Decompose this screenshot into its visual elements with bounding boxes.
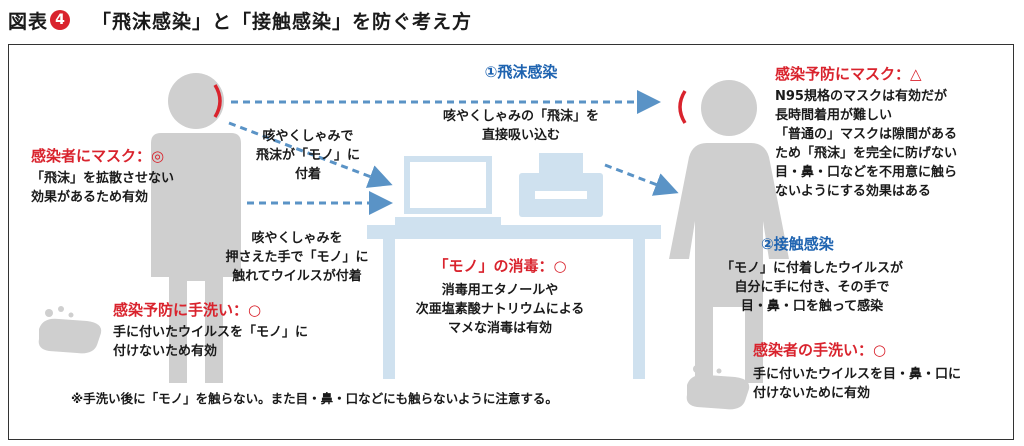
right-handwash-heading: 感染者の手洗い：○ — [753, 341, 887, 359]
right-mask-line-5: 目・鼻・口などを不用意に触ら — [775, 165, 958, 180]
footnote: ※手洗い後に「モノ」を触らない。また目・鼻・口などにも触らないように注意する。 — [71, 391, 558, 406]
hand-line-3: 触れてウイルスが付着 — [232, 269, 362, 284]
figure-prefix: 図表 — [8, 10, 49, 33]
figure-title: 「飛沫感染」と「接触感染」を防ぐ考え方 — [92, 10, 473, 33]
left-mask-line-1: 「飛沫」を拡散させない — [31, 171, 175, 186]
right-mask-line-3: 「普通の」マスクは隙間がある — [775, 127, 958, 142]
droplet-line-1: 咳やくしゃみの「飛沫」を — [442, 109, 599, 124]
cough-mark-left — [213, 84, 222, 118]
person-male-icon — [151, 73, 241, 383]
contact-heading: ②接触感染 — [761, 235, 834, 253]
illustration-layer — [38, 73, 789, 410]
right-handwash-line-2: 付けないために有効 — [753, 386, 871, 401]
droplet-heading: ①飛沫感染 — [484, 63, 558, 81]
contact-line-1: 「モノ」に付着したウイルスが — [720, 261, 903, 276]
left-mask-line-2: 効果があるため有効 — [31, 190, 149, 205]
disinfect-line-1: 消毒用エタノールや — [441, 283, 559, 298]
handwash-icon — [38, 306, 102, 354]
contact-line-2: 自分に手に付き、その手で — [734, 280, 890, 295]
cough-line-3: 付着 — [294, 167, 321, 182]
laptop-icon — [395, 156, 501, 225]
printer-icon — [519, 153, 603, 217]
desk-icon — [367, 225, 661, 379]
hand-line-2: 押さえた手で「モノ」に — [225, 250, 369, 265]
right-mask-line-6: ないようにする効果はある — [775, 184, 931, 199]
handwash-icon — [686, 362, 750, 410]
diagram-frame: 感染者にマスク：◎ 「飛沫」を拡散させない 効果があるため有効 ①飛沫感染 咳や… — [8, 44, 1014, 440]
person-female-icon — [669, 80, 789, 383]
cough-line-1: 咳やくしゃみで — [262, 129, 354, 144]
droplet-line-2: 直接吸い込む — [481, 128, 560, 143]
cough-line-2: 飛沫が「モノ」に — [255, 148, 360, 163]
left-mask-heading: 感染者にマスク：◎ — [31, 147, 165, 165]
left-handwash-line-1: 手に付いたウイルスを「モノ」に — [113, 325, 309, 340]
figure-number-badge: 4 — [50, 10, 71, 30]
right-mask-line-4: ため「飛沫」を完全に防げない — [775, 146, 958, 161]
contact-line-3: 目・鼻・口を触って感染 — [740, 299, 884, 314]
arrow-cough-to-object — [228, 121, 393, 188]
page-title: 図表 4 「飛沫感染」と「接触感染」を防ぐ考え方 — [8, 6, 472, 34]
disinfect-heading: 「モノ」の消毒：○ — [433, 257, 567, 275]
arrow-object-to-person — [604, 163, 679, 196]
left-handwash-heading: 感染予防に手洗い：○ — [113, 301, 262, 319]
cough-mark-right — [678, 90, 687, 124]
right-handwash-line-1: 手に付いたウイルスを目・鼻・口に — [753, 367, 962, 382]
hand-line-1: 咳やくしゃみを — [251, 231, 343, 246]
right-mask-line-2: 長時間着用が難しい — [775, 108, 893, 123]
disinfect-line-2: 次亜塩素酸ナトリウムによる — [415, 302, 585, 317]
right-mask-line-1: N95規格のマスクは有効だが — [775, 89, 947, 104]
left-handwash-line-2: 付けないため有効 — [113, 344, 218, 359]
right-mask-heading: 感染予防にマスク：△ — [775, 65, 922, 83]
disinfect-line-3: マメな消毒は有効 — [447, 321, 552, 336]
